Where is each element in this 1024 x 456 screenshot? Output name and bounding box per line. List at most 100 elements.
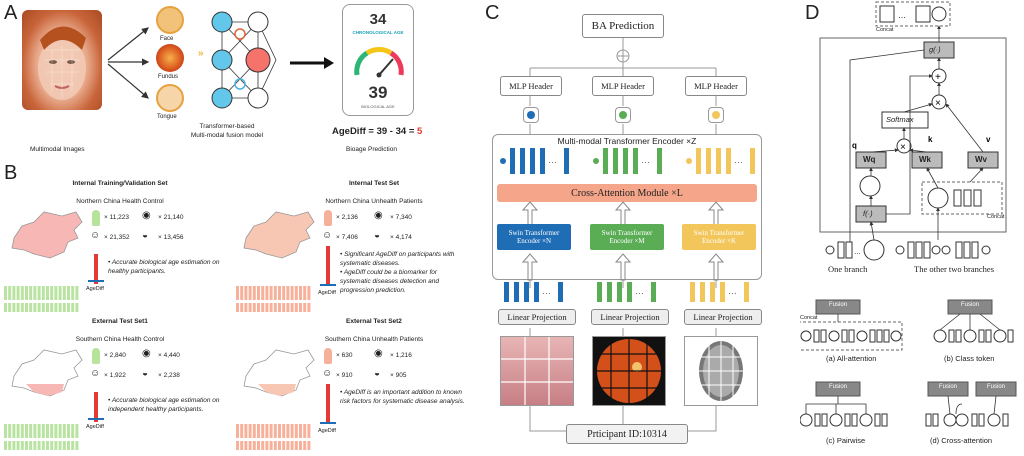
dataset-title: Internal Test Set — [348, 180, 400, 187]
f-function-label: f(·) — [863, 209, 873, 218]
dataset-note: • Accurate biological age estimation on … — [108, 397, 220, 413]
fusion-label-b: Fusion — [960, 302, 979, 308]
wv-label: Wv — [975, 155, 987, 164]
one-branch-label: One branch — [828, 264, 868, 274]
d-q-text: q — [852, 141, 857, 150]
fundus-label: Fundus — [158, 74, 179, 80]
fusion-label-d1: Fusion — [938, 384, 957, 390]
agediff-icon-label: AgeDiff — [86, 286, 104, 292]
count-fundus: × 21,140 — [158, 214, 184, 221]
multimodal-encoder-box — [492, 134, 762, 280]
sub-c-caption: (c) Pairwise — [826, 436, 866, 445]
cls-token-green — [615, 107, 631, 123]
china-map-icon — [243, 211, 315, 259]
agediff-indicator-base — [88, 280, 104, 282]
dataset-title: Internal Training/Validation Set — [72, 180, 168, 187]
population-bars-icon — [4, 286, 79, 312]
panel-b-letter: B — [4, 162, 18, 184]
token-row-2-group-3: … — [686, 282, 762, 302]
count-face: × 630 — [336, 352, 353, 359]
wq-label: Wq — [863, 155, 876, 164]
mouth-icon: ◒ — [142, 368, 149, 379]
agediff-indicator-icon — [326, 384, 330, 424]
face-image-grid — [684, 336, 758, 406]
fundus-icon — [156, 44, 184, 72]
sub-a-caption: (a) All-attention — [826, 354, 877, 363]
agediff-indicator-icon — [94, 392, 98, 422]
concat-label-mid: Concat — [987, 214, 1005, 220]
agediff-icon-label: AgeDiff — [86, 424, 104, 430]
dataset-subtitle: Northern China Health Control — [76, 198, 164, 205]
count-face-2: × 905 — [390, 372, 407, 379]
mlp-header-1: MLP Header — [500, 76, 562, 96]
mouth-icon: ◒ — [374, 230, 381, 241]
count-face: × 2,840 — [104, 352, 126, 359]
population-bars-icon — [4, 424, 79, 450]
count-tongue: × 21,352 — [104, 234, 130, 241]
panel-c-connectors — [529, 38, 717, 432]
fusion-label-c: Fusion — [828, 384, 847, 390]
fusion-network-diagram: » — [198, 11, 277, 109]
dataset-note: • Accurate biological age estimation on … — [108, 259, 220, 275]
linear-projection-3: Linear Projection — [684, 309, 762, 325]
china-map-icon — [11, 211, 83, 259]
tongue-image-grid — [500, 336, 574, 406]
svg-text:×: × — [935, 98, 941, 109]
count-face: × 2,136 — [336, 214, 358, 221]
cls-token-yellow — [708, 107, 724, 123]
svg-text:…: … — [854, 249, 861, 256]
ba-prediction-box: BA Prediction — [582, 14, 664, 38]
fusion-caption: Transformer-based Multi-modal fusion mod… — [190, 123, 264, 139]
chrono-age-value: 34 — [369, 11, 387, 28]
head-icon: ☺ — [90, 230, 101, 241]
swin-encoder-k: Swin Transformer Encoder ×K — [682, 224, 756, 250]
dataset-title: External Test Set2 — [346, 318, 402, 325]
svg-text:»: » — [198, 48, 204, 59]
d-k-text: k — [928, 135, 933, 144]
concat-label-a: Concat — [800, 315, 818, 321]
agediff-indicator-base — [88, 418, 104, 420]
encoder-title: Multi-modal Transformer Encoder ×Z — [557, 136, 697, 146]
tongue-label: Tongue — [157, 114, 177, 120]
agediff-equation: AgeDiff = 39 - 34 = 5 — [332, 126, 422, 137]
participant-id-box: Prticipant ID:10314 — [566, 424, 688, 444]
fusion-label-d2: Fusion — [986, 384, 1005, 390]
dataset-subtitle: Southern China Unhealth Patients — [324, 336, 424, 343]
head-icon: ☺ — [90, 368, 101, 379]
concat-label-top: Concat — [876, 27, 894, 33]
dataset-subtitle: Southern China Health Control — [75, 336, 165, 343]
bio-age-value: 39 — [368, 83, 388, 102]
person-icon — [324, 348, 332, 364]
panel-c-letter: C — [485, 2, 500, 24]
count-tongue: × 1,922 — [104, 372, 126, 379]
count-fundus: × 1,216 — [390, 352, 412, 359]
count-face: × 11,223 — [104, 214, 130, 221]
other-branches-label: The other two branches — [914, 264, 995, 274]
china-map-icon — [243, 349, 315, 397]
count-tongue: × 910 — [336, 372, 353, 379]
swin-encoder-m: Swin Transformer Encoder ×M — [590, 224, 664, 250]
prediction-arrow — [290, 57, 334, 69]
mlp-header-2: MLP Header — [592, 76, 654, 96]
svg-text:×: × — [900, 142, 906, 153]
age-gauge-card: 34 CHRONOLOGICAL AGE 39 BIOLOGICAL AGE — [342, 4, 414, 116]
head-icon: ☺ — [322, 368, 333, 379]
linear-projection-1: Linear Projection — [498, 309, 576, 325]
count-face-2: × 13,456 — [158, 234, 184, 241]
panel-d-letter: D — [805, 2, 820, 24]
count-tongue: × 7,406 — [336, 234, 358, 241]
mouth-icon: ◒ — [142, 230, 149, 241]
svg-text:…: … — [898, 11, 906, 20]
panel-a-letter: A — [4, 2, 18, 24]
dataset-subtitle: Northern China Unhealth Patients — [325, 198, 423, 205]
token-row-2-group-1: … — [500, 282, 576, 302]
input-arrows — [107, 27, 150, 99]
age-gauge-dial — [354, 47, 404, 78]
agediff-icon-label: AgeDiff — [318, 428, 336, 434]
count-fundus: × 7,340 — [390, 214, 412, 221]
eye-icon: ◉ — [374, 210, 383, 221]
dataset-note: • AgeDiff is an important addition to kn… — [340, 389, 465, 405]
swin-encoder-n: Swin Transformer Encoder ×N — [497, 224, 571, 250]
